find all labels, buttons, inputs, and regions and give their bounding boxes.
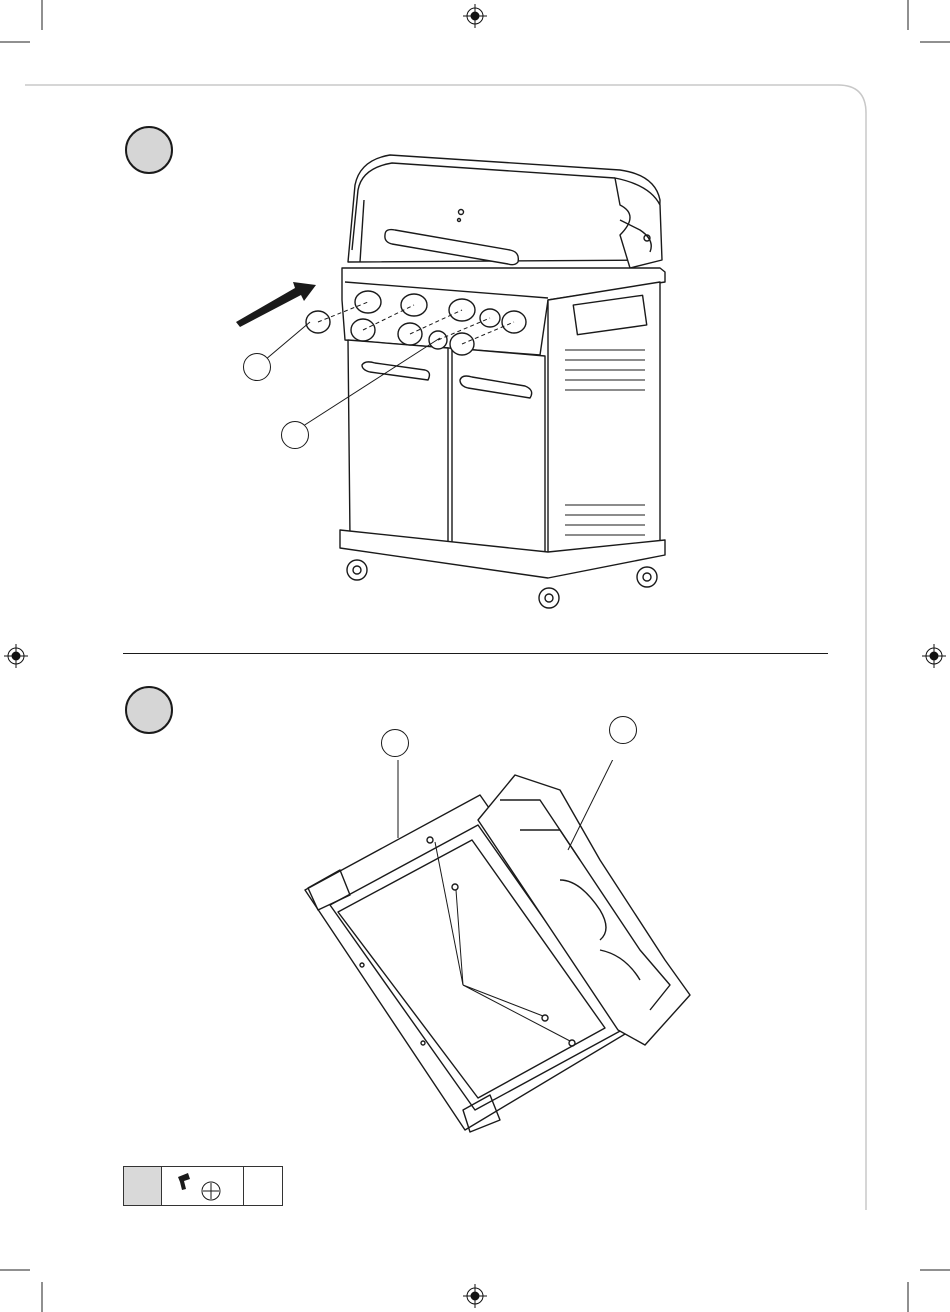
registration-mark-left: [4, 644, 28, 668]
hardware-qty-cell: [244, 1167, 282, 1205]
screw-icon: [162, 1167, 244, 1205]
hardware-image-cell: [162, 1167, 244, 1205]
registration-mark-bottom: [463, 1284, 487, 1308]
hardware-table: [123, 1166, 283, 1206]
callout-circle: [281, 421, 309, 449]
step-number-circle-2: [125, 686, 173, 734]
push-arrow-icon: [236, 282, 316, 327]
section-divider: [123, 653, 828, 654]
registration-mark-top: [463, 4, 487, 28]
step-number-circle-1: [125, 126, 173, 174]
callout-circle: [381, 729, 409, 757]
shelf-frame-illustration: [300, 760, 700, 1140]
callout-circle: [609, 716, 637, 744]
callout-circle: [243, 353, 271, 381]
registration-mark-right: [922, 644, 946, 668]
grill-illustration: [220, 140, 680, 620]
hardware-id-cell: [124, 1167, 162, 1205]
